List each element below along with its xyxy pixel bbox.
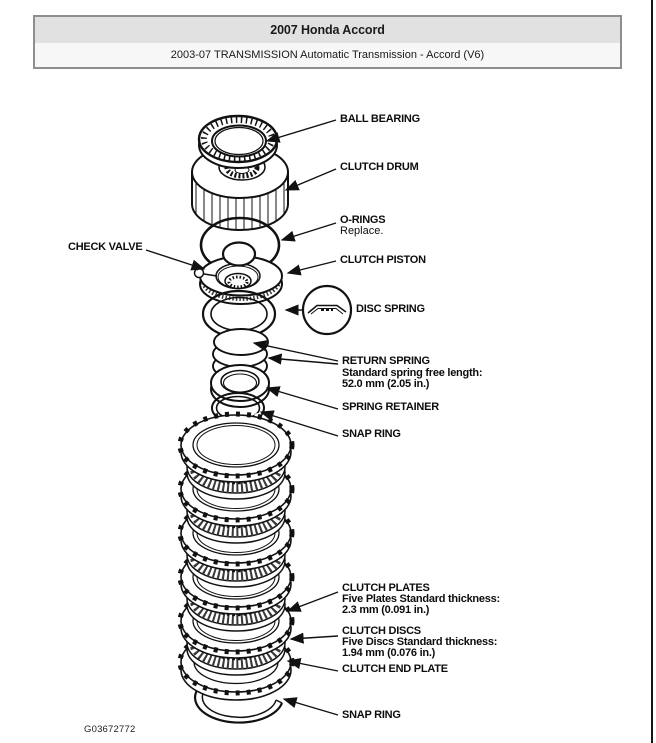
label-spring-retainer: SPRING RETAINER [342,401,439,413]
label-o-rings: O-RINGS [340,214,386,226]
label-clutch-piston: CLUTCH PISTON [340,254,426,266]
label-clutch-plates-spec2: 2.3 mm (0.091 in.) [342,604,430,616]
clutch-stack [180,414,292,700]
figure-id: G03672772 [84,724,136,735]
page-title: 2007 Honda Accord [35,17,620,43]
label-snap-ring-upper: SNAP RING [342,428,401,440]
page-edge-divider [651,0,653,743]
leader-lines [145,119,339,716]
label-clutch-discs-spec1: Five Discs Standard thickness: [342,636,498,648]
label-snap-ring-lower: SNAP RING [342,709,401,721]
label-return-spring-spec2: 52.0 mm (2.05 in.) [342,378,430,390]
label-check-valve: CHECK VALVE [68,241,143,253]
label-ball-bearing: BALL BEARING [340,113,420,125]
label-clutch-plates-spec1: Five Plates Standard thickness: [342,593,500,605]
document-header: 2007 Honda Accord 2003-07 TRANSMISSION A… [33,15,622,69]
page-subtitle: 2003-07 TRANSMISSION Automatic Transmiss… [35,43,620,67]
label-clutch-plates: CLUTCH PLATES [342,582,430,594]
label-o-rings-note: Replace. [340,225,384,237]
ball-bearing-part [197,114,279,169]
label-return-spring: RETURN SPRING [342,355,430,367]
o-ring-small [221,241,257,267]
disc-spring-detail [301,284,353,336]
label-return-spring-spec1: Standard spring free length: [342,367,483,379]
label-clutch-discs-spec2: 1.94 mm (0.076 in.) [342,647,436,659]
label-disc-spring: DISC SPRING [356,303,425,315]
label-clutch-drum: CLUTCH DRUM [340,161,419,173]
label-clutch-end-plate: CLUTCH END PLATE [342,663,448,675]
clutch-piston-part [193,255,283,305]
label-clutch-discs: CLUTCH DISCS [342,625,421,637]
